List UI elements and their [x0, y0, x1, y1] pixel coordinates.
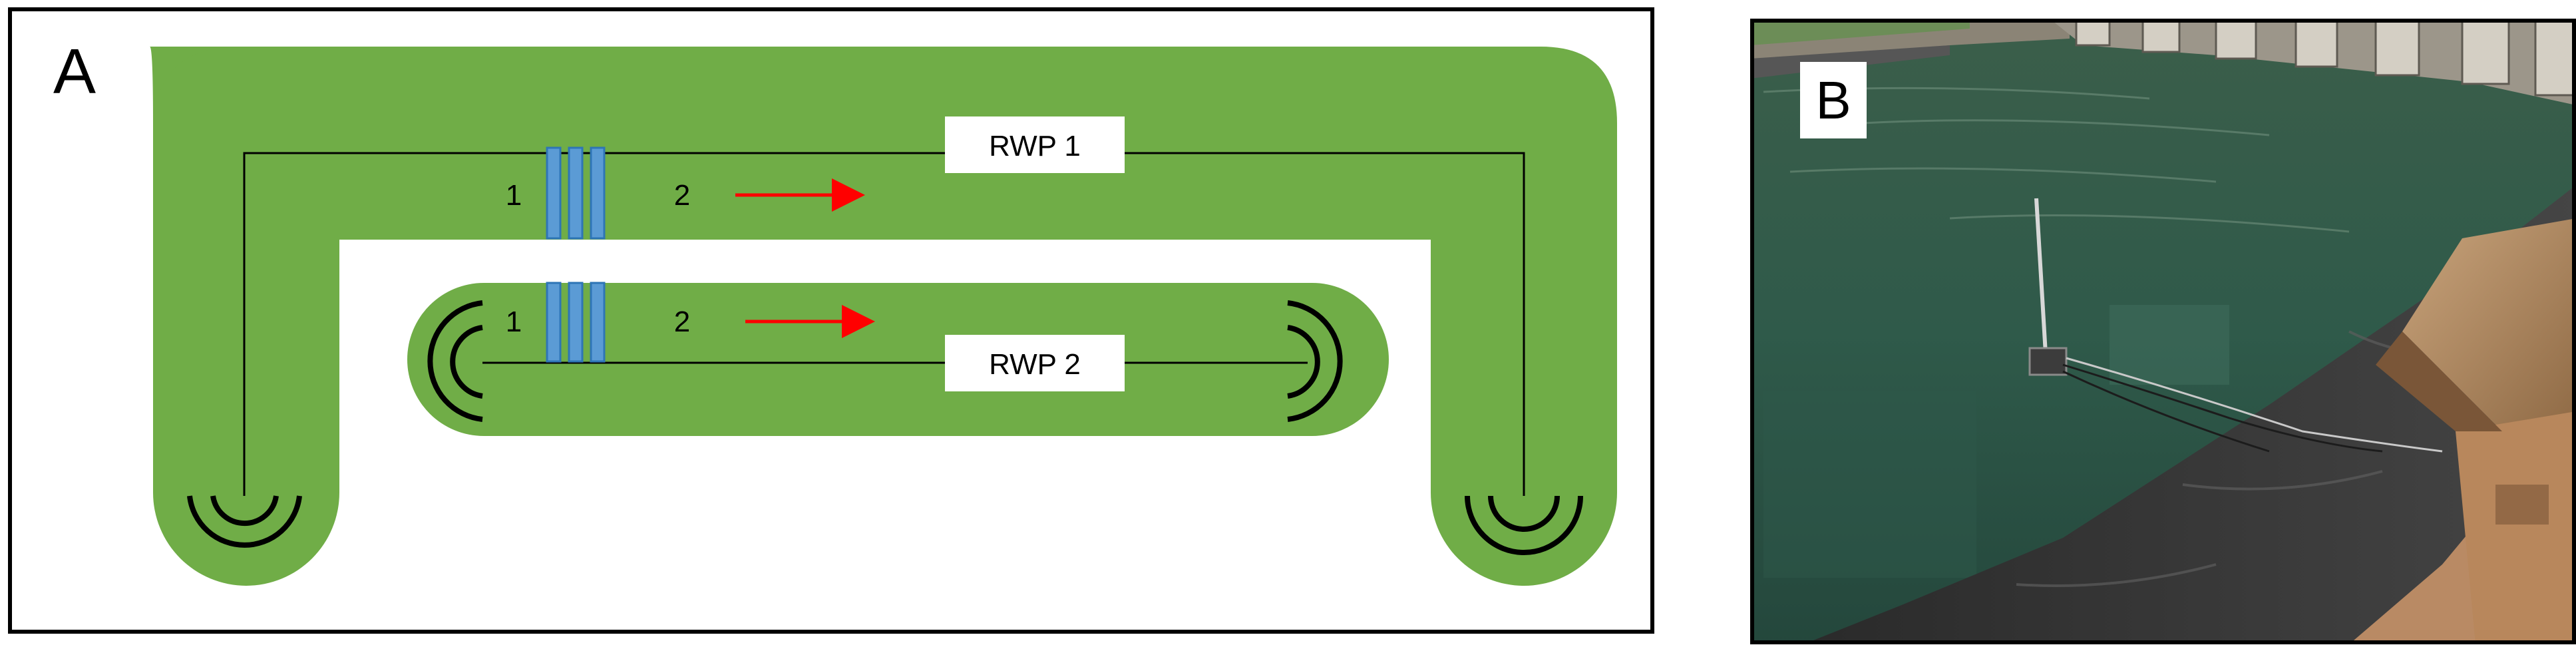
inner-raceway-pond	[407, 283, 1389, 436]
far-grass	[1750, 19, 1970, 45]
inner-left-turn-vanes	[427, 300, 483, 422]
sensor-pole	[2034, 198, 2048, 365]
inner-paddlewheel	[546, 282, 606, 363]
outer-paddlewheel	[546, 146, 606, 240]
outer-left-turn-vanes	[187, 495, 302, 548]
inner-right-turn-vanes	[1287, 300, 1343, 422]
outer-raceway-label: RWP 1	[989, 130, 1081, 162]
inner-sensor-point-2: 2	[674, 306, 690, 338]
submerged-patch	[2110, 305, 2229, 385]
panel-a-label: A	[53, 36, 96, 107]
inner-raceway-label: RWP 2	[989, 348, 1081, 381]
outer-raceway-label-box	[945, 116, 1125, 173]
sensor-cables	[2062, 363, 2383, 453]
outer-sensor-point-2: 2	[674, 179, 690, 212]
submerged-patch-2	[1763, 391, 1976, 578]
outer-raceway-pond	[150, 47, 1617, 586]
sensor-cables-light	[2066, 357, 2443, 453]
sensor-float	[2028, 347, 2068, 376]
paddlewheel-blades	[2075, 19, 2576, 97]
inner-raceway-label-box	[945, 335, 1125, 391]
outer-right-turn-vanes	[1465, 495, 1583, 555]
outer-sensor-point-1: 1	[506, 179, 522, 212]
panel-b-frame	[1750, 19, 2576, 644]
inner-sensor-point-1: 1	[506, 306, 522, 338]
raceway-photo: B	[1750, 19, 2576, 644]
panel-b-label-box	[1800, 62, 1867, 138]
panel-b-label: B	[1815, 71, 1851, 130]
raceway-diagram: 1 2 1 2 RWP 1 RWP 2 A	[8, 7, 1654, 634]
cardboard-box	[2376, 218, 2576, 644]
pond-liner	[1803, 185, 2576, 644]
outer-raceway-corner	[153, 47, 266, 133]
outer-raceway-centerline	[243, 152, 1525, 496]
